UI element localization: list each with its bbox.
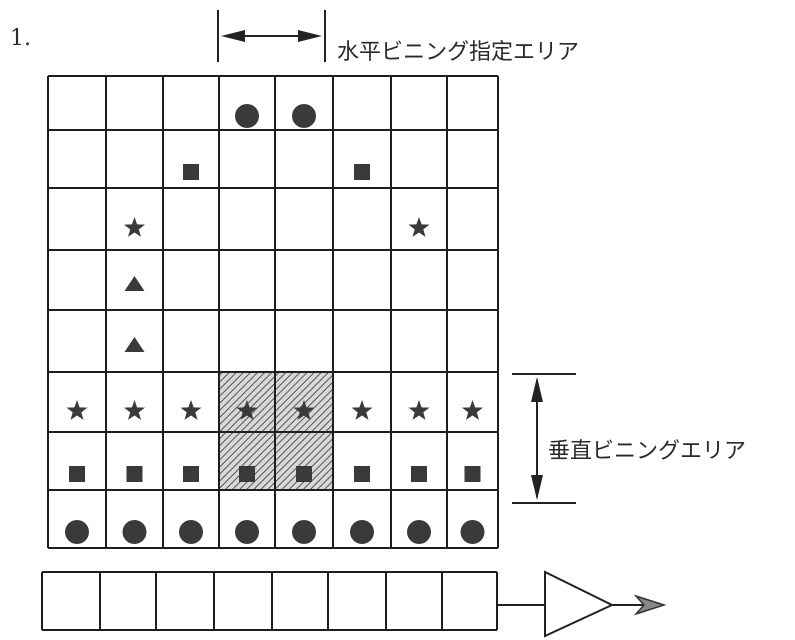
triangle-marker [124,276,145,291]
arrow-right-head [298,30,322,42]
star-marker [408,217,430,237]
vertical-binning-label: 垂直ビニングエリア [548,439,747,464]
square-marker [183,164,199,180]
square-marker [296,466,312,482]
circle-marker [235,104,259,128]
pixel-markers [65,104,485,544]
pixel-grid [47,75,499,549]
binning-highlight [219,372,333,490]
square-marker [69,466,85,482]
circle-marker [292,104,316,128]
square-marker [354,466,370,482]
star-marker [124,400,145,420]
circle-marker [292,520,316,544]
circle-marker [65,520,89,544]
circle-marker [179,520,203,544]
star-marker [236,400,258,420]
star-marker [351,400,373,420]
triangle-marker [124,337,145,352]
output-arrow-icon [633,594,667,616]
amplifier-triangle [544,570,615,638]
output-amplifier [497,570,667,638]
circle-marker [122,520,147,544]
readout-register [41,571,498,631]
square-marker [411,466,427,482]
circle-marker [350,520,374,544]
figure-number: 1. [10,26,31,51]
star-marker [180,400,202,420]
star-marker [408,400,430,420]
circle-marker [235,520,259,544]
circle-marker [460,520,485,544]
horizontal-binning-label: 水平ビニング指定エリア [337,40,580,65]
circle-marker [407,520,431,544]
arrow-left-head [221,30,245,42]
square-marker [239,466,255,482]
arrow-up-head [531,377,543,402]
arrow-down-head [531,475,543,500]
square-marker [464,466,481,482]
vertical-binning-indicator [512,373,576,504]
square-marker [126,466,143,482]
star-marker [293,400,315,420]
star-marker [462,400,483,420]
horizontal-binning-indicator [217,10,326,62]
square-marker [183,466,199,482]
star-marker [124,217,145,237]
star-marker [66,400,88,420]
square-marker [354,164,370,180]
